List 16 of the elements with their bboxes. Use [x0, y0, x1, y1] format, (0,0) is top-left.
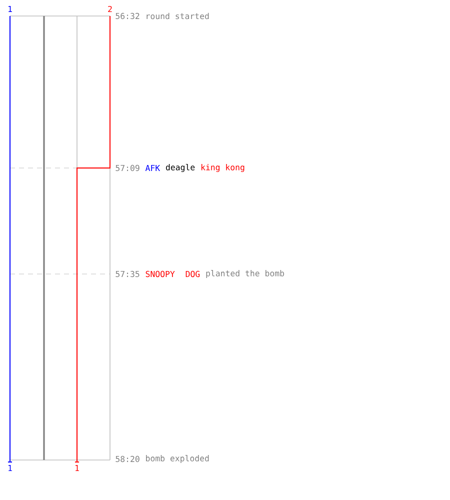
event-text: 56:32	[116, 12, 140, 20]
event-text: 1	[8, 465, 12, 471]
event-text: planted the bomb	[206, 270, 284, 278]
event-text: 57:09	[116, 164, 140, 172]
event-text: SNOOPY	[146, 270, 175, 278]
event-text: bomb exploded	[146, 455, 209, 463]
event-text: 57:35	[116, 270, 140, 278]
event-text: 1	[76, 465, 79, 471]
event-text: 58:20	[116, 456, 140, 462]
event-text: 1	[8, 6, 12, 12]
event-text: AFK	[145, 165, 160, 171]
event-text: deagle	[166, 164, 195, 172]
event-text: king kong	[201, 164, 244, 172]
event-text: DOG	[186, 270, 200, 278]
event-text: 2	[108, 6, 112, 12]
event-text: round started	[146, 12, 209, 20]
